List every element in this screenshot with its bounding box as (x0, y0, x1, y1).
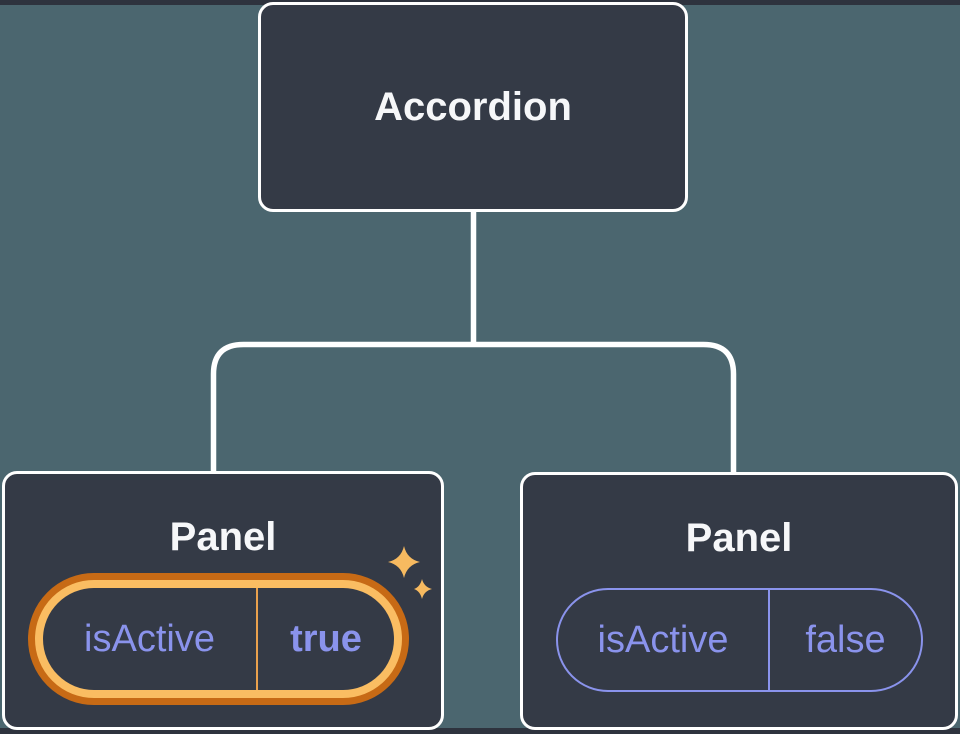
state-pill-inactive: isActive false (556, 588, 923, 692)
pill-divider (256, 588, 258, 690)
root-node-label: Accordion (374, 85, 572, 129)
panel-inactive-title: Panel (685, 516, 793, 560)
state-pill-active-inner: isActive true (43, 588, 394, 690)
state-value-label: true (290, 618, 362, 660)
state-value-label: false (805, 619, 886, 661)
panel-node-active: Panel isActive true (2, 471, 444, 730)
sparkles-icon (388, 546, 432, 599)
sparkle-large (388, 546, 420, 578)
root-node-accordion: Accordion (258, 2, 688, 212)
bottom-edge-strip (0, 728, 960, 734)
connector-branches (210, 341, 737, 476)
sparkle-small (414, 579, 432, 599)
state-name-label: isActive (84, 618, 215, 660)
panel-node-inactive: Panel isActive false (520, 472, 958, 730)
pill-divider (768, 590, 770, 690)
state-name-label: isActive (597, 619, 729, 661)
panel-active-title: Panel (169, 515, 277, 559)
state-pill-active: isActive true (28, 573, 409, 705)
